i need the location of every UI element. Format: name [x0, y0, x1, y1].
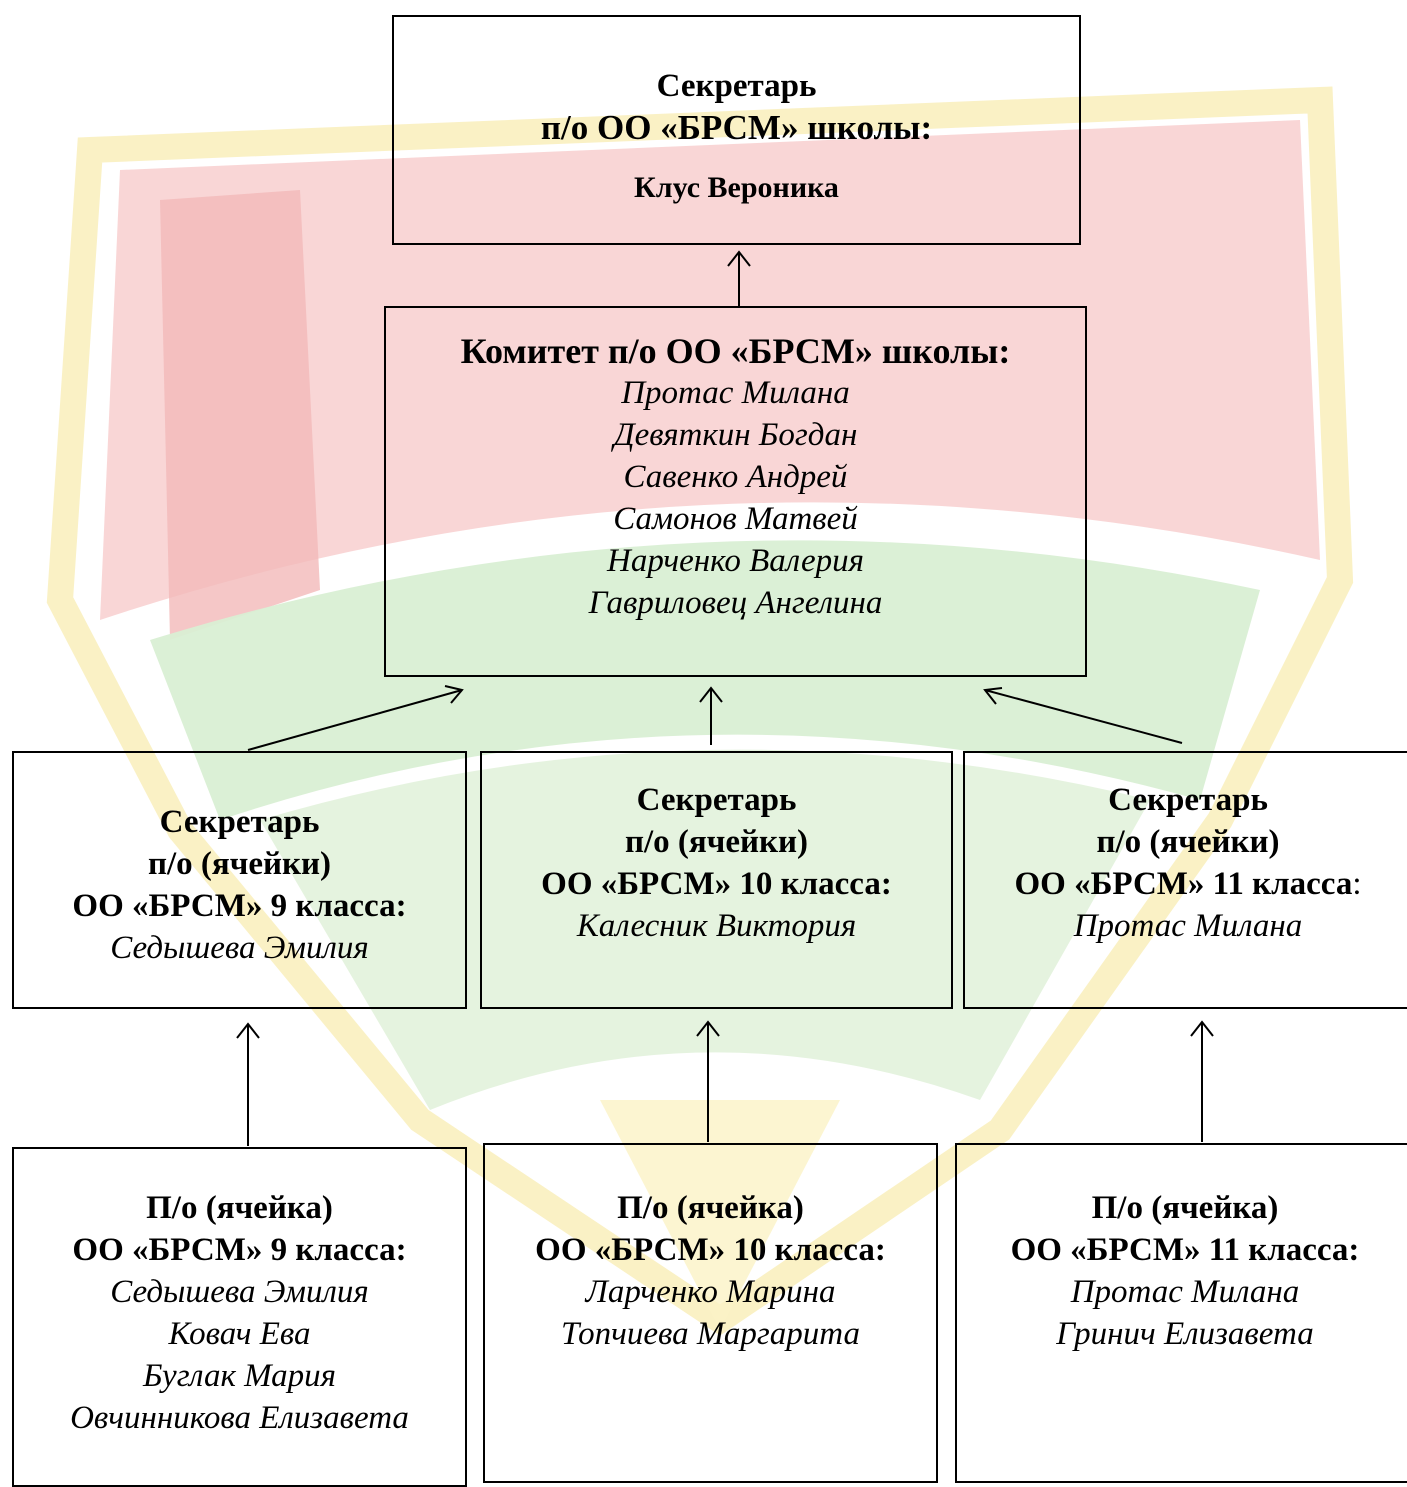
secretary-title: Секретарь	[159, 804, 320, 840]
cell-class: ОО «БРСМ» 11 класса:	[1010, 1232, 1360, 1268]
secretary-name: Калесник Виктория	[576, 908, 857, 944]
committee-member: Самонов Матвей	[613, 501, 858, 537]
watermark-green-lower	[260, 749, 1150, 1110]
cell-class: ОО «БРСМ» 10 класса:	[535, 1232, 886, 1268]
cell-member: Протас Милана	[1070, 1274, 1300, 1310]
cell-member: Топчиева Маргарита	[560, 1316, 861, 1352]
secretary-subtitle: п/о (ячейки)	[624, 824, 809, 860]
watermark-red-band	[100, 120, 1320, 620]
cell-title: П/о (ячейка)	[146, 1190, 333, 1226]
committee-title: Комитет п/о ОО «БРСМ» школы:	[460, 331, 1011, 371]
committee-member: Нарченко Валерия	[607, 543, 864, 579]
secretary-title: Секретарь	[1108, 782, 1268, 818]
cell-title: П/о (ячейка)	[617, 1190, 804, 1226]
cell-class: ОО «БРСМ» 9 класса:	[72, 1232, 407, 1268]
cell-box-11: П/о (ячейка) ОО «БРСМ» 11 класса: Протас…	[955, 1143, 1407, 1483]
cell-box-9: П/о (ячейка) ОО «БРСМ» 9 класса: Седышев…	[12, 1147, 467, 1487]
cell-member: Седышева Эмилия	[110, 1274, 369, 1310]
committee-member: Гавриловец Ангелина	[588, 585, 883, 621]
cell-member: Ларченко Марина	[585, 1274, 836, 1310]
cell-member: Гринич Елизавета	[1056, 1316, 1314, 1352]
secretary-name: Седышева Эмилия	[110, 930, 369, 966]
secretary-box-10: Секретарь п/о (ячейки) ОО «БРСМ» 10 клас…	[480, 751, 953, 1009]
secretary-class-line: ОО «БРСМ» 11 класса:	[965, 863, 1407, 905]
committee-box: Комитет п/о ОО «БРСМ» школы: Протас Мила…	[384, 306, 1087, 677]
secretary-title: Секретарь	[636, 782, 797, 818]
secretary-class: ОО «БРСМ» 10 класса:	[541, 866, 892, 902]
school-secretary-box: Секретарь п/о ОО «БРСМ» школы: Клус Веро…	[392, 15, 1081, 245]
secretary-name: Протас Милана	[1073, 908, 1303, 944]
secretary-class: ОО «БРСМ» 11 класса	[1014, 866, 1353, 902]
secretary-subtitle: п/о (ячейки)	[147, 846, 332, 882]
school-secretary-org: п/о ОО «БРСМ» школы:	[540, 108, 933, 147]
secretary-box-9: Секретарь п/о (ячейки) ОО «БРСМ» 9 класс…	[12, 751, 467, 1009]
cell-member: Ковач Ева	[168, 1316, 311, 1352]
watermark-yellow-frame	[46, 86, 1354, 1336]
school-secretary-title: Секретарь	[656, 68, 817, 104]
cell-box-10: П/о (ячейка) ОО «БРСМ» 10 класса: Ларчен…	[483, 1143, 938, 1483]
cell-member: Овчинникова Елизавета	[70, 1400, 409, 1436]
secretary-box-11: Секретарь п/о (ячейки) ОО «БРСМ» 11 клас…	[963, 751, 1407, 1009]
secretary-subtitle: п/о (ячейки)	[1096, 824, 1280, 860]
committee-member: Девяткин Богдан	[613, 417, 858, 453]
school-secretary-name: Клус Вероника	[634, 171, 839, 204]
committee-member: Протас Милана	[621, 375, 850, 411]
watermark-red-stripe	[160, 190, 320, 640]
cell-title: П/о (ячейка)	[1091, 1190, 1279, 1226]
watermark-yellow-bottom	[600, 1100, 840, 1330]
secretary-class-colon: :	[1352, 866, 1362, 902]
committee-member: Савенко Андрей	[623, 459, 848, 495]
secretary-class: ОО «БРСМ» 9 класса:	[72, 888, 407, 924]
cell-member: Буглак Мария	[143, 1358, 336, 1394]
